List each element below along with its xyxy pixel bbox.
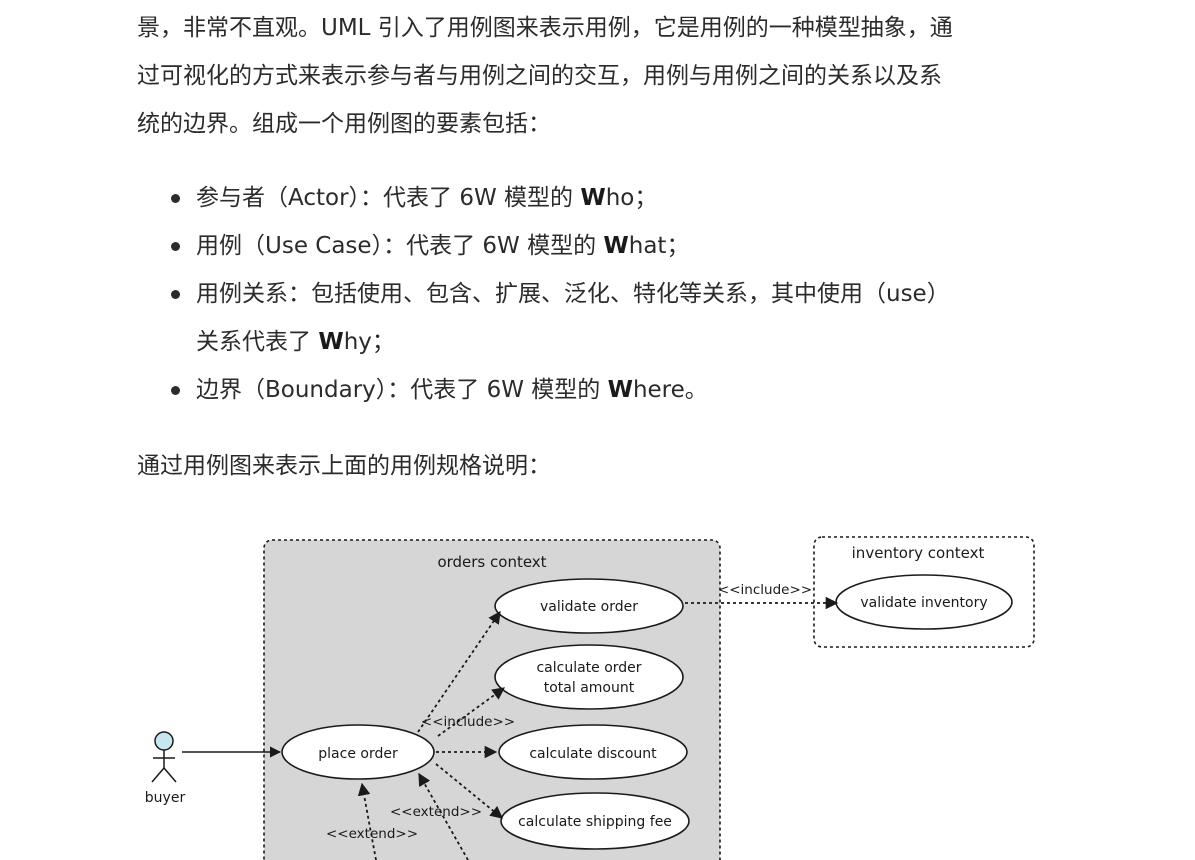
svg-text:place order: place order — [318, 746, 398, 762]
list-item-actor: 参与者（Actor）：代表了 6W 模型的 Who； — [137, 174, 1037, 222]
include-shipping-arrow — [435, 763, 503, 819]
bullet — [171, 194, 180, 203]
outro-paragraph: 通过用例图来表示上面的用例规格说明： — [137, 453, 551, 479]
intro-line: 过可视化的方式来表示参与者与用例之间的交互，用例与用例之间的关系以及系 — [137, 63, 942, 89]
include-label: <<include>> — [421, 714, 515, 730]
svg-text:calculate order: calculate order — [536, 660, 641, 676]
use-case-calculate-discount: calculate discount — [498, 724, 688, 780]
intro-paragraph: 景，非常不直观。UML 引入了用例图来表示用例，它是用例的一种模型抽象，通 过可… — [137, 4, 1057, 148]
intro-line: 统的边界。组成一个用例图的要素包括： — [137, 111, 551, 137]
list-item-boundary: 边界（Boundary）：代表了 6W 模型的 Where。 — [137, 366, 1037, 414]
bullet — [171, 386, 180, 395]
orders-context-label: orders context — [437, 553, 546, 571]
list-item-use-case: 用例（Use Case）：代表了 6W 模型的 What； — [137, 222, 1037, 270]
element-list: 参与者（Actor）：代表了 6W 模型的 Who； 用例（Use Case）：… — [137, 174, 1037, 414]
use-case-calculate-total: calculate order total amount — [494, 644, 684, 710]
include-validate-order-arrow — [417, 610, 501, 733]
buyer-actor — [151, 731, 177, 783]
include-total-arrow — [437, 687, 506, 737]
svg-text:total amount: total amount — [544, 680, 635, 696]
svg-text:calculate discount: calculate discount — [529, 746, 657, 762]
list-item-relations: 用例关系：包括使用、包含、扩展、泛化、特化等关系，其中使用（use） 关系代表了… — [137, 270, 1037, 366]
svg-text:validate order: validate order — [540, 599, 638, 615]
bullet — [171, 290, 180, 299]
actor-label: buyer — [145, 790, 186, 806]
use-case-place-order: place order — [281, 724, 435, 780]
use-case-validate-order: validate order — [494, 578, 684, 634]
extend-label: <<extend>> — [326, 826, 418, 842]
svg-text:validate inventory: validate inventory — [860, 595, 987, 611]
svg-text:calculate shipping fee: calculate shipping fee — [518, 814, 672, 830]
bullet — [171, 242, 180, 251]
intro-line: 景，非常不直观。UML 引入了用例图来表示用例，它是用例的一种模型抽象，通 — [137, 15, 953, 41]
extend-label: <<extend>> — [390, 804, 482, 820]
inventory-context-label: inventory context — [852, 544, 985, 562]
use-case-calculate-shipping: calculate shipping fee — [500, 792, 690, 850]
extend-arrow — [357, 782, 377, 860]
use-case-validate-inventory: validate inventory — [835, 574, 1013, 630]
use-case-diagram: orders context inventory context validat… — [145, 536, 1035, 860]
include-label: <<include>> — [718, 582, 812, 598]
extend-arrow — [418, 772, 469, 860]
